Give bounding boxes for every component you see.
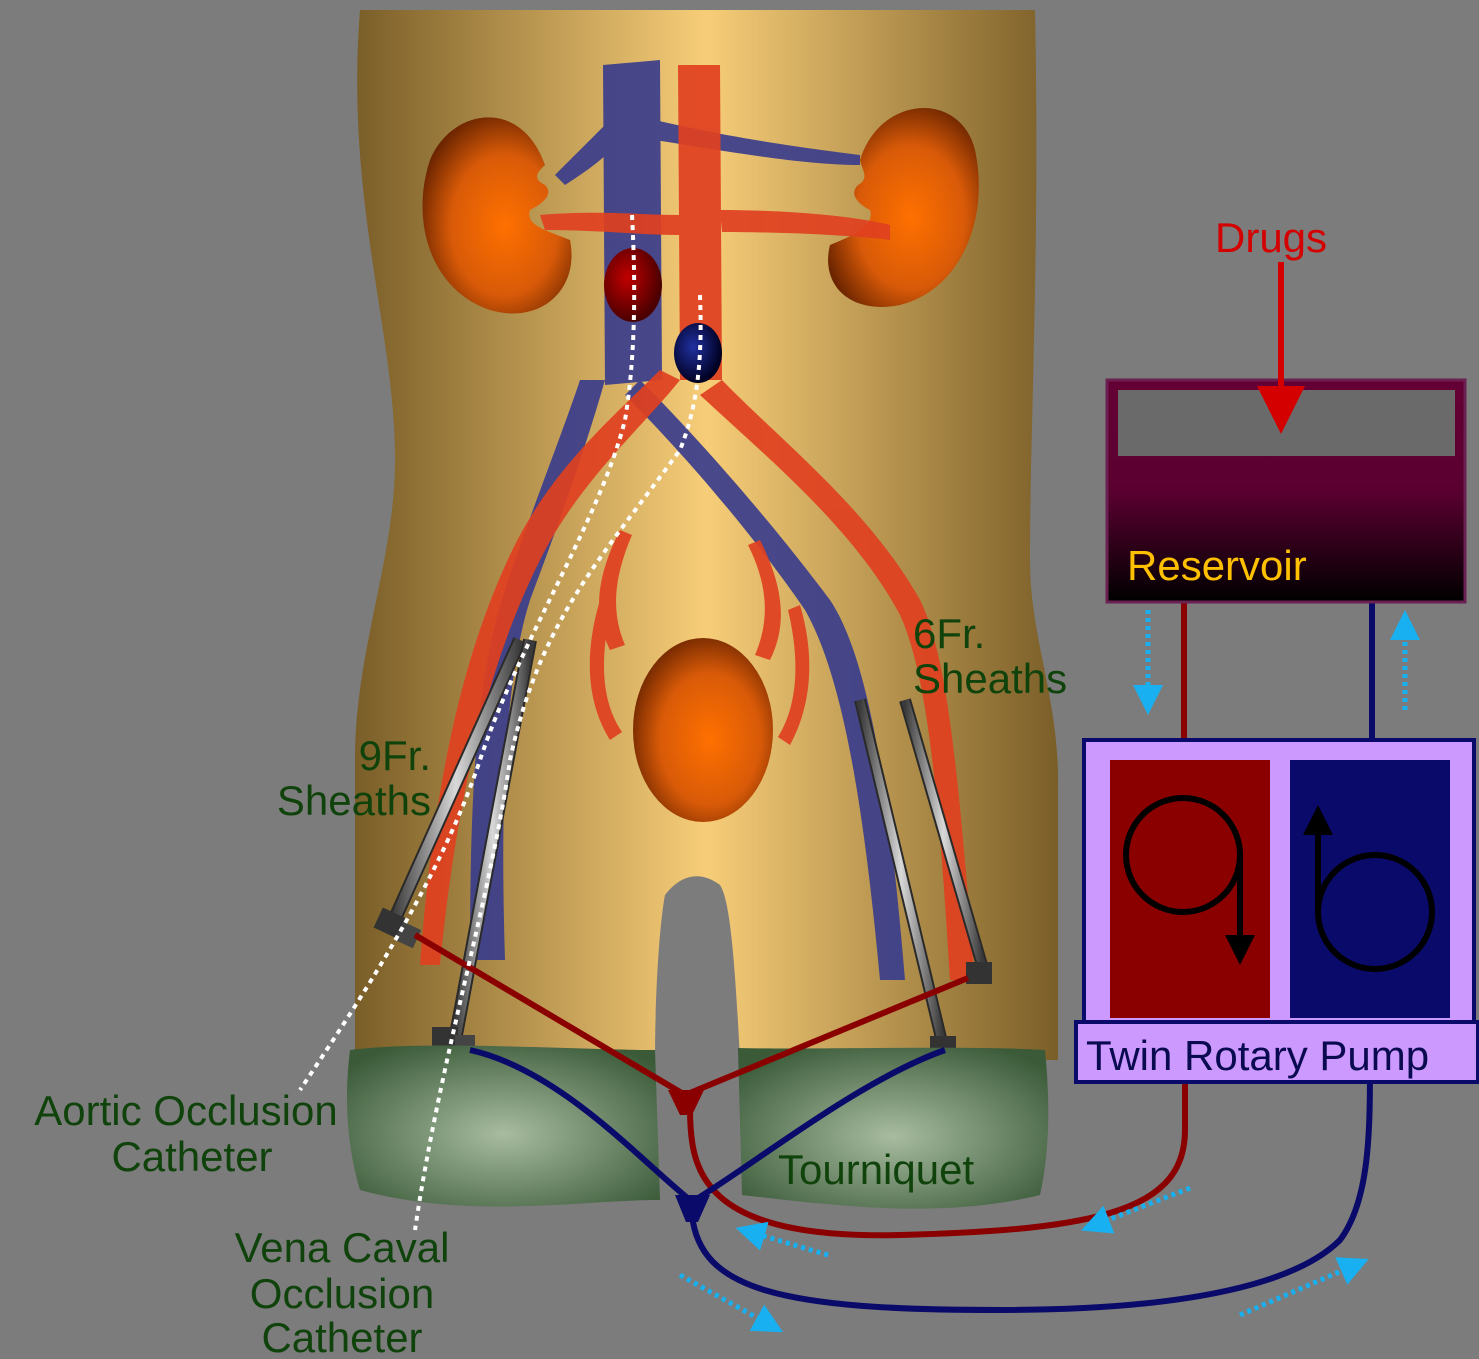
tourniquet-label: Tourniquet xyxy=(778,1146,974,1193)
aortic-catheter-label-line2: Catheter xyxy=(111,1133,272,1180)
bladder xyxy=(633,638,773,822)
vena-caval-catheter-label-line1: Vena Caval xyxy=(235,1224,450,1271)
vena-caval-catheter-label-line3: Catheter xyxy=(261,1314,422,1359)
aortic-catheter-label-line1: Aortic Occlusion xyxy=(34,1087,337,1134)
drugs-label: Drugs xyxy=(1215,214,1327,261)
venous-y-connector xyxy=(675,1195,710,1222)
vena-caval-occlusion-balloon xyxy=(674,323,722,383)
sheath-9fr-label-line1: 9Fr. xyxy=(359,732,431,779)
reservoir-headspace xyxy=(1118,390,1455,456)
arterial-y-connector xyxy=(668,1090,704,1115)
vena-caval-catheter-label-line2: Occlusion xyxy=(250,1270,434,1317)
sheath-9fr-label-line2: Sheaths xyxy=(277,777,431,824)
pump-label: Twin Rotary Pump xyxy=(1086,1032,1429,1079)
sheath-6fr-label-line1: 6Fr. xyxy=(913,610,985,657)
reservoir-label: Reservoir xyxy=(1127,542,1307,589)
tourniquet-left xyxy=(347,1046,660,1207)
sheath-6fr-label-line2: Sheaths xyxy=(913,655,1067,702)
